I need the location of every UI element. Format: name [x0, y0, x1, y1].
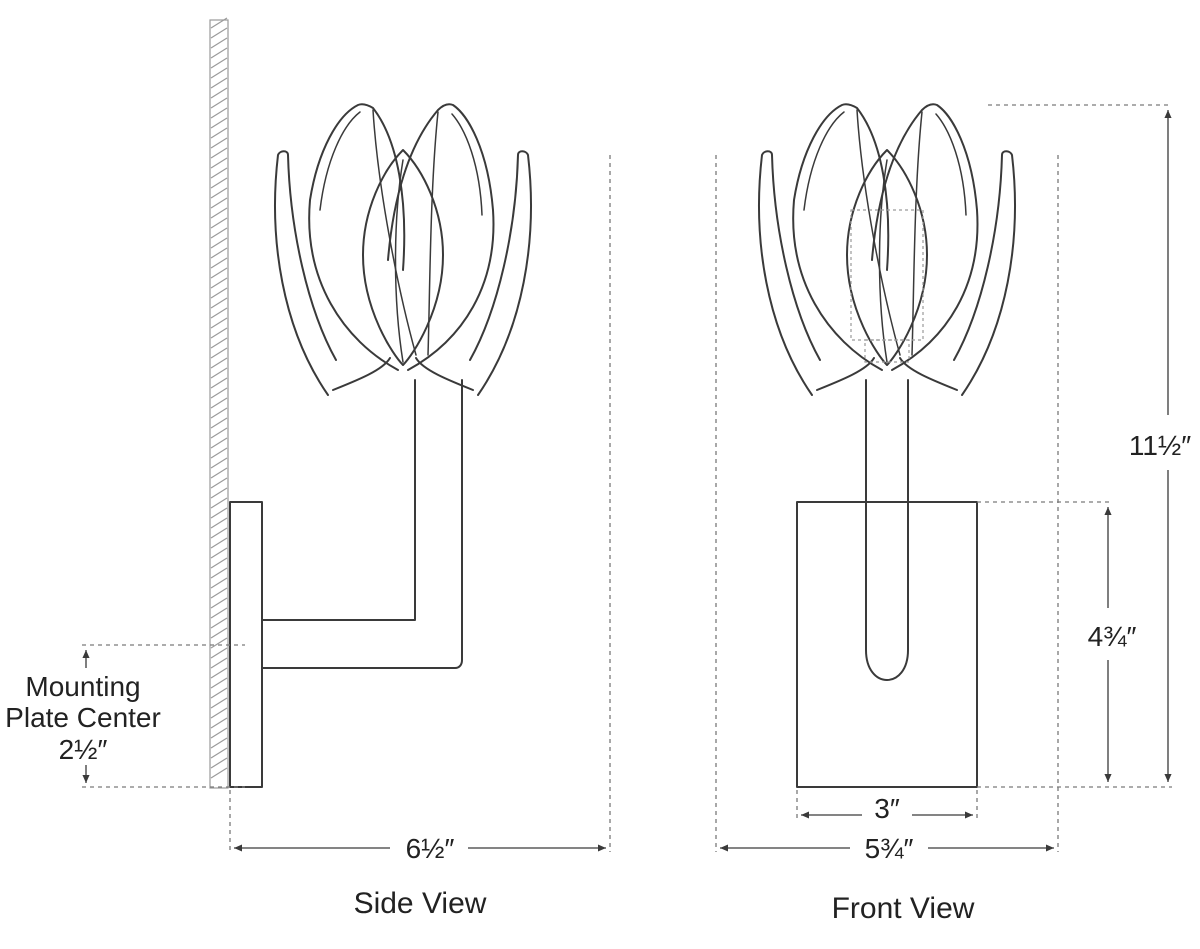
- mounting-label-line1: Mounting: [25, 671, 140, 702]
- side-width-dim: 6½″: [406, 833, 455, 864]
- front-backplate: [796, 501, 978, 788]
- front-stem: [865, 379, 909, 681]
- front-backplate-width-dim: 3″: [874, 793, 900, 824]
- side-view: 6½″ Mounting Plate Center 2½″ Side View: [5, 17, 611, 920]
- front-view: 11½″ 4¾″ 3″ 5¾″ Front View: [715, 103, 1191, 925]
- hidden-socket: [850, 209, 924, 341]
- front-view-caption: Front View: [832, 892, 975, 925]
- mounting-value: 2½″: [59, 734, 108, 765]
- side-view-caption: Side View: [354, 887, 487, 920]
- wall-hatch: [209, 17, 229, 789]
- mounting-label-line2: Plate Center: [5, 702, 161, 733]
- side-arm: [261, 379, 463, 669]
- front-height-dim: 11½″: [1129, 430, 1191, 461]
- front-width-dim: 5¾″: [865, 833, 914, 864]
- side-flower: [274, 103, 532, 396]
- front-flower: [758, 103, 1016, 396]
- front-backplate-height-dim: 4¾″: [1088, 621, 1137, 652]
